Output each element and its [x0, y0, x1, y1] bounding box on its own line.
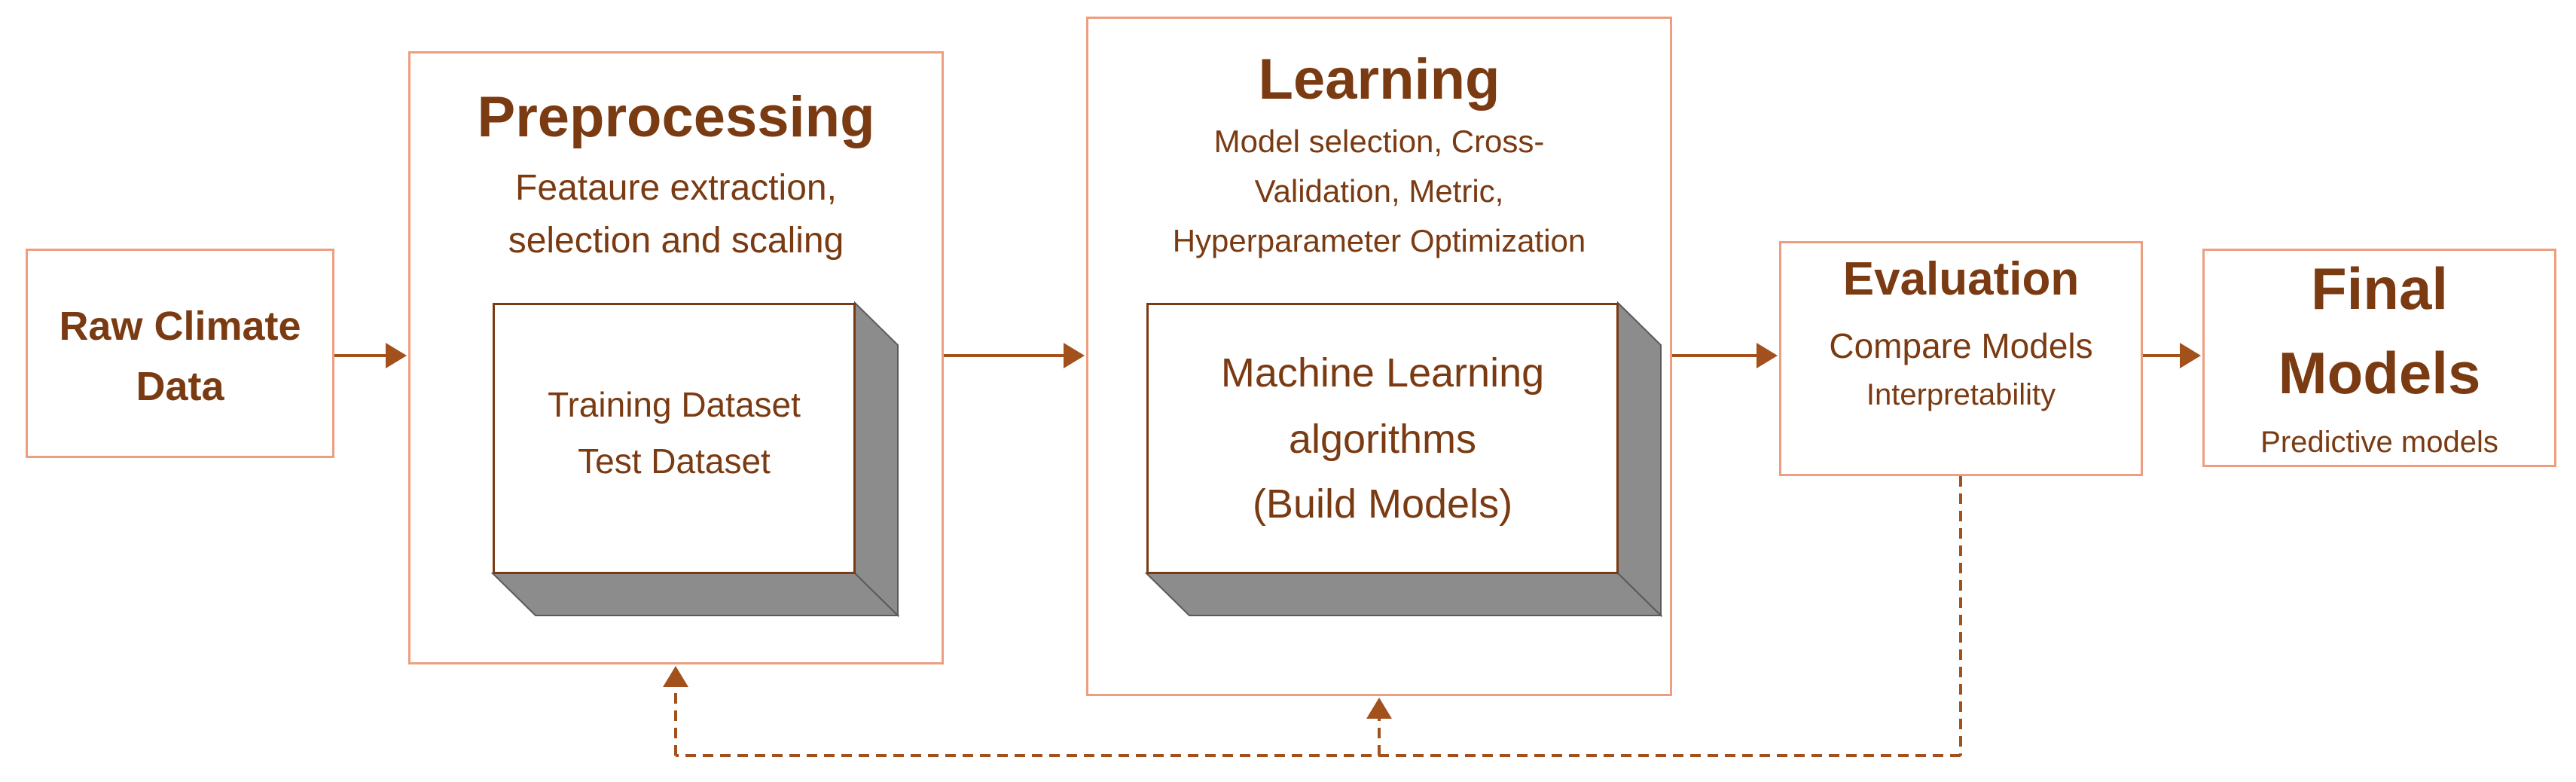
arrowhead-feedback-preprocessing	[663, 666, 688, 687]
dataset-block-side	[854, 301, 899, 618]
ml-algorithms-block	[1146, 303, 1619, 574]
evaluation-box	[1779, 241, 2143, 476]
dataset-block	[493, 303, 856, 574]
ml-block-bottom	[1144, 573, 1663, 616]
final-models-title-line1: Final	[2310, 255, 2448, 322]
raw-climate-data-line1: Raw Climate	[59, 304, 301, 349]
learning-desc-line1: Model selection, Cross-	[1213, 124, 1545, 159]
final-models-sub: Predictive models	[2260, 426, 2498, 459]
dataset-block-line1: Training Dataset	[548, 385, 801, 424]
final-models-title-line2: Models	[2278, 340, 2481, 406]
arrowhead-evaluation-to-final	[2180, 343, 2201, 368]
preprocessing-desc-line2: selection and scaling	[508, 221, 844, 261]
learning-desc-line3: Hyperparameter Optimization	[1172, 223, 1586, 258]
evaluation-line1: Compare Models	[1829, 326, 2093, 365]
arrowhead-raw-to-preprocessing	[386, 343, 407, 368]
arrowhead-preprocessing-to-learning	[1064, 343, 1085, 368]
preprocessing-desc-line1: Feataure extraction,	[515, 168, 837, 208]
learning-title: Learning	[1258, 47, 1500, 111]
raw-climate-data-line2: Data	[136, 364, 224, 409]
dataset-block-line2: Test Dataset	[578, 441, 771, 481]
ml-block-line3: (Build Models)	[1252, 481, 1513, 527]
raw-climate-data-box	[26, 249, 334, 458]
evaluation-title: Evaluation	[1842, 253, 2080, 305]
dataset-block-bottom	[490, 573, 900, 616]
ml-block-line1: Machine Learning	[1220, 350, 1545, 396]
learning-desc-line2: Validation, Metric,	[1254, 173, 1504, 209]
preprocessing-title: Preprocessing	[477, 85, 875, 149]
ml-block-line2: algorithms	[1288, 417, 1477, 462]
arrowhead-learning-to-evaluation	[1757, 343, 1778, 368]
final-models-box	[2202, 249, 2556, 467]
ml-block-side	[1617, 301, 1662, 618]
evaluation-line2: Interpretability	[1866, 378, 2056, 411]
arrowhead-feedback-learning	[1366, 698, 1392, 719]
